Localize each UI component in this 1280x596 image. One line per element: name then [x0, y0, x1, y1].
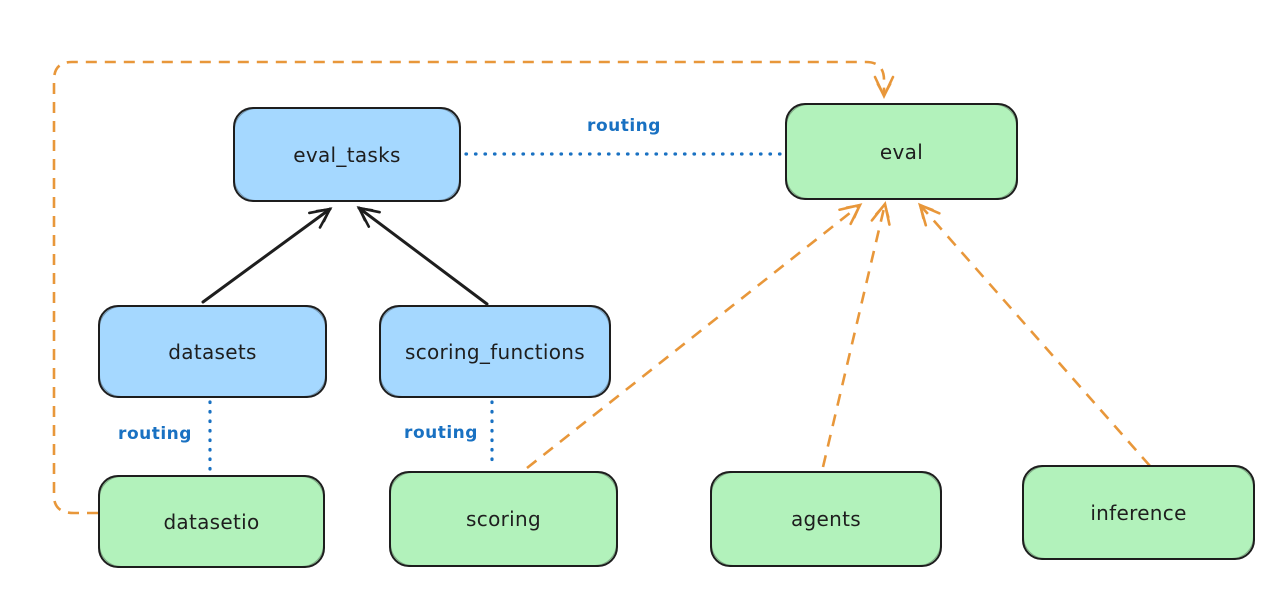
node-agents-label: agents — [791, 507, 861, 531]
routing-label-eval-tasks-eval: routing — [587, 116, 661, 136]
node-inference: inference — [1022, 465, 1255, 560]
node-inference-label: inference — [1090, 500, 1187, 525]
node-eval-label: eval — [879, 139, 924, 164]
node-eval: eval — [785, 103, 1018, 200]
node-scoring-functions-label: scoring_functions — [404, 339, 586, 364]
node-agents: agents — [710, 471, 942, 567]
node-eval-tasks-label: eval_tasks — [293, 142, 401, 167]
edge-inference-eval — [920, 205, 1151, 467]
node-datasetio-label: datasetio — [163, 509, 260, 534]
routing-label-scoring-functions-scoring: routing — [404, 423, 478, 443]
edge-scoring_functions-eval_tasks — [359, 208, 489, 306]
edge-agents-eval — [821, 204, 885, 468]
node-datasets: datasets — [98, 305, 327, 398]
routing-label-datasets-datasetio: routing — [118, 424, 192, 444]
node-datasets-label: datasets — [168, 339, 257, 364]
node-eval-tasks: eval_tasks — [233, 107, 461, 202]
edge-datasetio-eval — [52, 60, 884, 515]
edge-datasets-eval_tasks — [201, 209, 330, 304]
node-scoring: scoring — [389, 471, 618, 567]
node-scoring-functions: scoring_functions — [379, 305, 611, 398]
node-datasetio: datasetio — [98, 475, 325, 568]
node-scoring-label: scoring — [466, 507, 541, 531]
